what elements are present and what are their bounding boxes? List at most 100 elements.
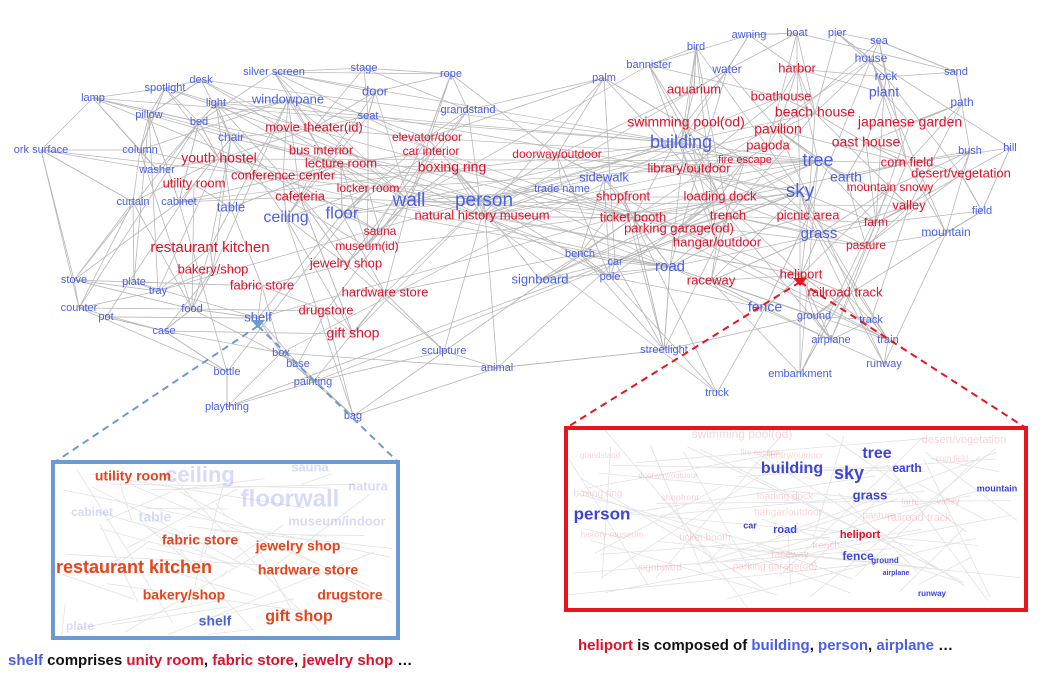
graph-edge (680, 142, 721, 198)
node-pot: pot (98, 311, 113, 323)
graph-edge (340, 163, 343, 215)
node-hardware-store: hardware store (342, 284, 429, 299)
node-mountain-snowy: mountain snowy (847, 180, 934, 194)
right-zoom-edge (865, 462, 880, 475)
caption-part: shelf (8, 652, 44, 669)
graph-edge (226, 352, 282, 408)
right-zoom-edge (778, 437, 923, 577)
graph-edge (632, 217, 665, 351)
node-washer: washer (138, 164, 175, 176)
graph-edge (73, 279, 159, 292)
node-person: person (455, 190, 513, 211)
node-track: track (859, 314, 883, 326)
graph-edge (384, 200, 410, 294)
graph-edge (814, 112, 910, 207)
graph-edge (481, 200, 485, 217)
left-zoom-frame (51, 460, 400, 640)
graph-edge (678, 159, 746, 230)
right-zoom-faded-swimming-pool-od: swimming pool(od) (692, 427, 793, 441)
right-zoom-faded-hangar-outdoor: hangar/outdoor (754, 508, 823, 519)
graph-edge (257, 160, 819, 319)
graph-edge (685, 69, 728, 124)
node-bird: bird (687, 41, 705, 53)
graph-edge (273, 71, 315, 129)
node-animal: animal (481, 362, 513, 374)
graph-edge (320, 150, 342, 165)
graph-edge (579, 196, 624, 255)
right-zoom-faded-parking-garage-od: parking garage(od) (733, 562, 818, 573)
graph-edge (230, 99, 289, 209)
right-zoom-faded-corn-field: corn field (936, 454, 968, 463)
node-stage: stage (351, 62, 378, 74)
graph-edge (312, 350, 445, 383)
graph-edge (261, 263, 347, 287)
graph-edge (663, 266, 671, 351)
node-plate: plate (122, 276, 146, 288)
left-zoom-edge (208, 629, 255, 635)
node-windowpane: windowpane (251, 91, 324, 106)
graph-edge (92, 97, 141, 151)
graph-edge (481, 215, 611, 278)
graph-edge (632, 191, 801, 219)
node-path: path (950, 95, 973, 109)
caption-part: unity room (126, 652, 204, 669)
right-zoom-edge (583, 528, 625, 539)
graph-edge (799, 191, 877, 224)
graph-edge (215, 102, 634, 219)
left-zoom-faded-sauna: sauna (291, 459, 329, 474)
graph-edge (78, 121, 200, 309)
right-zoom-building: building (761, 460, 823, 477)
caption-part: is composed of (633, 637, 752, 654)
graph-edge (163, 269, 214, 332)
right-zoom-grass: grass (853, 487, 888, 502)
left-zoom-edge (187, 526, 392, 549)
graph-edge (40, 97, 94, 151)
right-zoom-edge (611, 464, 925, 472)
graph-edge (777, 129, 819, 162)
graph-edge (481, 188, 563, 217)
left-zoom-faded-cabinet: cabinet (71, 505, 113, 519)
node-streetlight: streetlight (640, 344, 688, 356)
graph-edge (230, 207, 263, 287)
graph-edge (579, 253, 665, 351)
left-zoom-edge (178, 548, 253, 630)
node-pavilion: pavilion (754, 121, 801, 137)
left-zoom-faded-table: table (139, 509, 172, 525)
graph-edge (139, 149, 671, 268)
node-sculpture: sculpture (422, 345, 467, 357)
graph-edge (539, 266, 671, 281)
left-zoom-edge (190, 541, 205, 606)
node-pillow: pillow (135, 109, 163, 121)
node-trench: trench (710, 207, 746, 222)
node-shopfront: shopfront (596, 188, 651, 203)
caption-part: building (751, 637, 810, 654)
graph-edge (481, 96, 782, 217)
graph-edge (408, 112, 816, 202)
graph-edge (878, 40, 887, 78)
node-fire-escape: fire escape (718, 154, 772, 166)
graph-edge (556, 154, 563, 190)
left-zoom-edge (61, 603, 66, 636)
right-zoom-edge (608, 511, 979, 546)
caption-part: , (809, 637, 819, 654)
graph-edge (695, 46, 801, 193)
graph-edge (341, 200, 410, 215)
graph-edge (379, 109, 469, 233)
graph-edge (230, 137, 301, 198)
graph-edge (603, 77, 801, 193)
graph-edge (481, 215, 802, 276)
node-road: road (655, 258, 685, 275)
right-zoom-edge (902, 495, 971, 508)
graph-edge (632, 217, 680, 230)
graph-edge (960, 150, 971, 175)
graph-edge (408, 167, 453, 202)
node-rope: rope (440, 68, 462, 80)
graph-edge (287, 99, 410, 202)
left-zoom-edge (99, 528, 234, 565)
graph-edge (539, 253, 581, 281)
graph-edge (73, 279, 193, 310)
graph-edge (92, 97, 284, 177)
node-parking-garage-od: parking garage(od) (624, 220, 734, 235)
graph-edge (257, 213, 343, 319)
